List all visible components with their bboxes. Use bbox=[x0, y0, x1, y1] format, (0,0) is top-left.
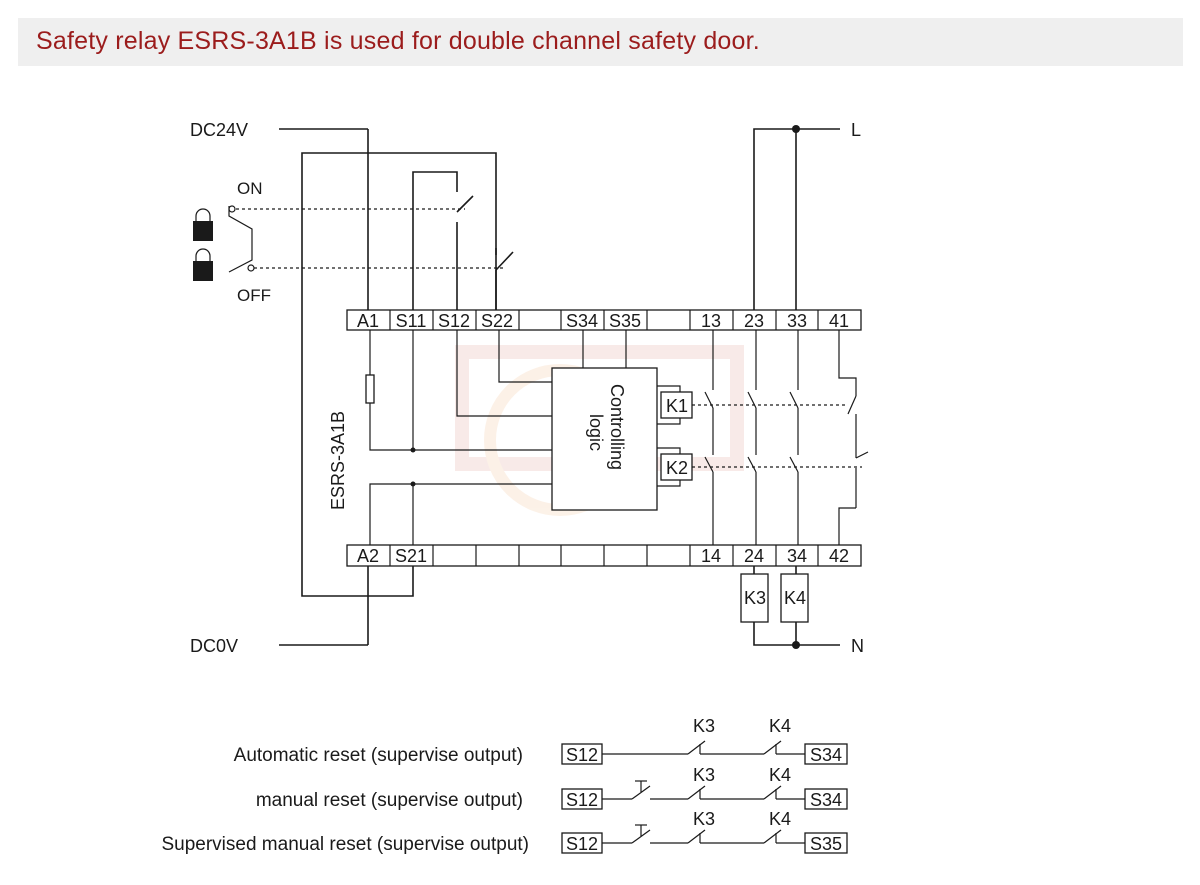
reset-label-manual: manual reset (supervise output) bbox=[256, 790, 523, 811]
reset-k4-supervised: K4 bbox=[769, 809, 791, 829]
terminal-42: 42 bbox=[829, 546, 849, 566]
reset-k3-automatic: K3 bbox=[693, 716, 715, 736]
terminal-33: 33 bbox=[787, 311, 807, 331]
reset-from-supervised: S12 bbox=[566, 834, 598, 854]
device-label: ESRS-3A1B bbox=[328, 411, 348, 510]
terminal-a2: A2 bbox=[357, 546, 379, 566]
title-bar: Safety relay ESRS-3A1B is used for doubl… bbox=[18, 18, 1183, 66]
terminal-a1: A1 bbox=[357, 311, 379, 331]
terminal-13: 13 bbox=[701, 311, 721, 331]
bottom-terminal-strip: A2 S21 14 24 34 42 bbox=[346, 544, 862, 567]
controlling-logic-box: Controlling logic bbox=[551, 367, 658, 511]
reset-k3-manual: K3 bbox=[693, 765, 715, 785]
terminal-23: 23 bbox=[744, 311, 764, 331]
neutral-n-label: N bbox=[851, 636, 864, 656]
relay-k2: K2 bbox=[657, 447, 693, 487]
line-l-label: L bbox=[851, 120, 861, 140]
terminal-24: 24 bbox=[744, 546, 764, 566]
reset-to-supervised: S35 bbox=[810, 834, 842, 854]
reset-row-automatic: Automatic reset (supervise output) S12 S… bbox=[234, 716, 848, 766]
reset-row-supervised-manual: Supervised manual reset (supervise outpu… bbox=[161, 809, 848, 855]
terminal-s11: S11 bbox=[396, 311, 427, 331]
logic-label-line1: Controlling bbox=[607, 384, 627, 470]
fuse-icon bbox=[365, 374, 375, 404]
door-switch-icon bbox=[228, 205, 255, 273]
reset-k4-manual: K4 bbox=[769, 765, 791, 785]
terminal-41: 41 bbox=[829, 311, 849, 331]
reset-to-automatic: S34 bbox=[810, 745, 842, 765]
reset-to-manual: S34 bbox=[810, 790, 842, 810]
terminal-s34: S34 bbox=[566, 311, 598, 331]
switch-off-label: OFF bbox=[237, 286, 271, 305]
terminal-s21: S21 bbox=[395, 546, 427, 566]
top-terminal-strip: A1 S11 S12 S22 S34 S35 13 23 33 41 bbox=[346, 309, 862, 331]
reset-k4-automatic: K4 bbox=[769, 716, 791, 736]
dc0v-label: DC0V bbox=[190, 636, 238, 656]
relay-k1: K1 bbox=[657, 385, 693, 425]
terminal-s35: S35 bbox=[609, 311, 641, 331]
coil-k4 bbox=[780, 573, 809, 623]
lock-closed-icon bbox=[193, 208, 213, 241]
coil-k3 bbox=[740, 573, 769, 623]
terminal-s12: S12 bbox=[438, 311, 470, 331]
reset-label-supervised: Supervised manual reset (supervise outpu… bbox=[161, 834, 529, 855]
switch-on-label: ON bbox=[237, 179, 263, 198]
reset-label-automatic: Automatic reset (supervise output) bbox=[234, 745, 523, 766]
dc24v-label: DC24V bbox=[190, 120, 248, 140]
logic-label-line2: logic bbox=[586, 414, 606, 451]
terminal-34: 34 bbox=[787, 546, 807, 566]
reset-from-manual: S12 bbox=[566, 790, 598, 810]
terminal-s22: S22 bbox=[481, 311, 513, 331]
k1-label: K1 bbox=[666, 396, 688, 416]
reset-row-manual: manual reset (supervise output) S12 S34 … bbox=[256, 765, 848, 811]
coil-k4-label: K4 bbox=[784, 588, 806, 608]
page-title: Safety relay ESRS-3A1B is used for doubl… bbox=[36, 27, 760, 55]
coil-k3-label: K3 bbox=[744, 588, 766, 608]
lock-open-icon bbox=[193, 248, 213, 281]
reset-from-automatic: S12 bbox=[566, 745, 598, 765]
terminal-14: 14 bbox=[701, 546, 721, 566]
k2-label: K2 bbox=[666, 458, 688, 478]
reset-k3-supervised: K3 bbox=[693, 809, 715, 829]
